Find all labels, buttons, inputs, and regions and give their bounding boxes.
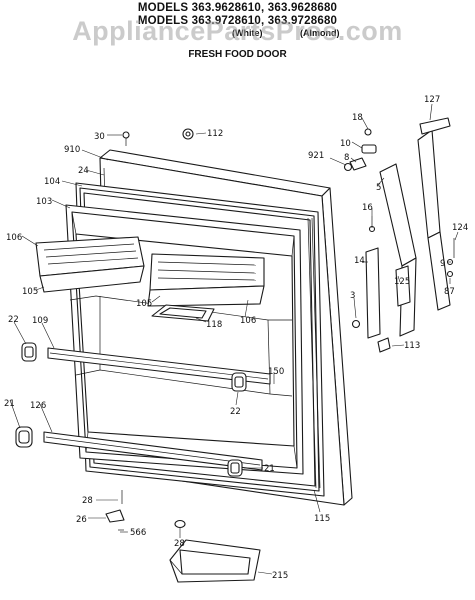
callout-126: 126 xyxy=(30,401,46,411)
callout-118: 118 xyxy=(206,320,222,330)
door-stop-125 xyxy=(395,265,411,307)
callout-26: 26 xyxy=(76,515,87,525)
callout-21-left: 21 xyxy=(4,399,15,409)
callout-115: 115 xyxy=(314,514,330,524)
callout-8: 8 xyxy=(344,153,349,163)
callout-106-right: 106 xyxy=(240,316,256,326)
callout-labels: 30 112 910 24 104 103 106 105 105 118 10… xyxy=(4,95,468,581)
callout-104: 104 xyxy=(44,177,60,187)
leader-lines xyxy=(9,103,459,575)
callout-566: 566 xyxy=(130,528,146,538)
watermark: AppliancePartsPros.com xyxy=(72,16,403,46)
bottom-hinge-hardware xyxy=(105,490,186,531)
callout-3: 3 xyxy=(350,291,355,301)
callout-125: 125 xyxy=(394,277,410,287)
callout-24: 24 xyxy=(78,166,89,176)
callout-109: 109 xyxy=(32,316,48,326)
diagram-subtitle: FRESH FOOD DOOR xyxy=(188,49,287,60)
callout-215: 215 xyxy=(272,571,288,581)
callout-9: 9 xyxy=(440,259,445,269)
callout-150: 150 xyxy=(268,367,284,377)
callout-105-left: 105 xyxy=(22,287,38,297)
callout-30: 30 xyxy=(94,132,105,142)
callout-10: 10 xyxy=(340,139,351,149)
variant-white: (White) xyxy=(232,28,263,38)
callout-87: 87 xyxy=(444,287,455,297)
small-hardware xyxy=(122,128,455,353)
callout-103: 103 xyxy=(36,197,52,207)
shelf-end-cap-left-upper xyxy=(21,342,37,362)
callout-14: 14 xyxy=(354,256,365,266)
callout-18: 18 xyxy=(352,113,363,123)
callout-28-upper: 28 xyxy=(82,496,93,506)
callout-105-right: 105 xyxy=(136,299,152,309)
callout-921: 921 xyxy=(308,151,324,161)
door-side-edge xyxy=(307,217,321,489)
shelf-bar-lower xyxy=(43,431,263,471)
model-numbers-line-1: MODELS 363.9628610, 363.9628680 xyxy=(137,2,338,14)
model-numbers-line-2: MODELS 363.9728610, 363.9728680 xyxy=(137,15,338,27)
callout-22-right: 22 xyxy=(230,407,241,417)
callout-113: 113 xyxy=(404,341,420,351)
dairy-compartment-right xyxy=(147,253,265,307)
variant-almond: (Almond) xyxy=(300,28,340,38)
shelf-end-cap-left-lower xyxy=(15,426,33,448)
shelf-end-cap-right-upper xyxy=(231,372,247,392)
callout-21-right: 21 xyxy=(264,464,275,474)
butter-dish xyxy=(151,304,215,322)
callout-28-lower: 28 xyxy=(174,539,185,549)
bottom-bin xyxy=(169,539,261,583)
callout-5: 5 xyxy=(376,183,381,193)
callout-910: 910 xyxy=(64,145,80,155)
callout-106-left: 106 xyxy=(6,233,22,243)
hinge-bracket-right xyxy=(417,117,451,311)
callout-112: 112 xyxy=(207,129,223,139)
callout-127: 127 xyxy=(424,95,440,105)
callout-124: 124 xyxy=(452,223,468,233)
door-stop-14 xyxy=(365,247,381,339)
dairy-compartment-left xyxy=(35,236,145,293)
hinge-top-assembly xyxy=(379,163,417,337)
callout-16: 16 xyxy=(362,203,373,213)
shelf-end-cap-right-lower xyxy=(227,459,243,477)
shelf-bar-upper xyxy=(47,347,271,385)
callout-22-left: 22 xyxy=(8,315,19,325)
